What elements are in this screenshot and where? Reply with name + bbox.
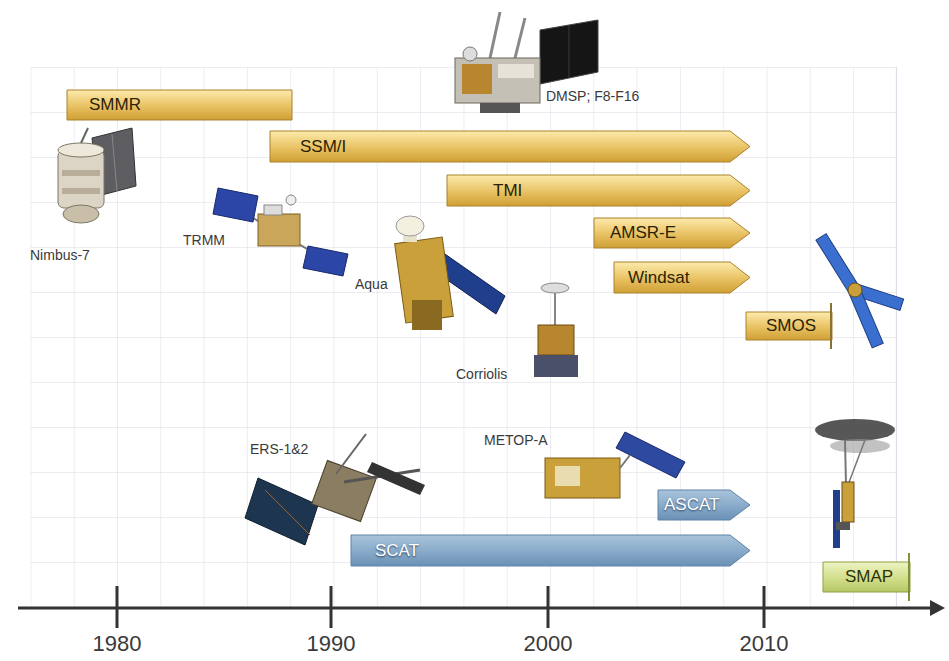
bar-fill	[823, 562, 910, 592]
sensor-name: SMOS	[766, 312, 816, 340]
sensor-name: ASCAT	[664, 490, 719, 520]
sensor-name: SCAT	[375, 535, 419, 566]
bar-fill	[270, 131, 750, 162]
sensor-name: Windsat	[628, 262, 689, 293]
bar-fill	[67, 90, 292, 120]
bar-fill	[746, 312, 832, 340]
sensor-name: TMI	[493, 175, 522, 206]
sensor-bar: AMSR-E	[594, 218, 750, 248]
end-marker	[908, 553, 910, 601]
satellite-name: METOP-A	[484, 432, 548, 448]
grid-line	[896, 67, 897, 607]
bar-fill	[658, 490, 750, 520]
sensor-bar: TMI	[447, 175, 750, 206]
year-label: 2000	[524, 631, 573, 656]
satellite-name: Nimbus-7	[30, 247, 90, 263]
satellite-name: Aqua	[355, 276, 388, 292]
nimbus-7-satellite	[58, 128, 136, 223]
metop-a-satellite	[545, 432, 685, 498]
bar-shape	[447, 175, 750, 206]
sensor-name: SMMR	[89, 90, 141, 120]
aqua-satellite	[395, 216, 505, 330]
satellite-name: Corriolis	[456, 366, 507, 382]
sensor-bar: Windsat	[614, 262, 750, 293]
trmm-satellite	[213, 188, 348, 276]
sensor-name: SSM/I	[300, 131, 346, 162]
sensor-bar: SSM/I	[270, 131, 750, 162]
bar-fill	[594, 218, 750, 248]
grid	[30, 67, 896, 607]
time-axis	[18, 586, 945, 628]
smap-satellite	[815, 419, 895, 548]
bar-fill	[614, 262, 750, 293]
satellite-name: TRMM	[183, 232, 225, 248]
sensor-bar: SMOS	[746, 312, 832, 340]
satellite-name: ERS-1&2	[250, 441, 308, 457]
coriolis-satellite	[534, 283, 578, 377]
end-marker	[830, 303, 832, 349]
sensor-bar: SCAT	[351, 535, 750, 566]
satellite-name: DMSP; F8-F16	[546, 88, 639, 104]
year-label: 1990	[307, 631, 356, 656]
sensor-name: SMAP	[845, 562, 893, 592]
sensor-bar: SMMR	[67, 90, 292, 120]
year-label: 2010	[740, 631, 789, 656]
sensor-name: AMSR-E	[610, 218, 676, 248]
sensor-bar: SMAP	[823, 562, 910, 592]
sensor-bar: ASCAT	[658, 490, 750, 520]
bar-fill	[351, 535, 750, 566]
ers-satellite	[245, 434, 425, 545]
bar-fill	[447, 175, 750, 206]
year-label: 1980	[93, 631, 142, 656]
